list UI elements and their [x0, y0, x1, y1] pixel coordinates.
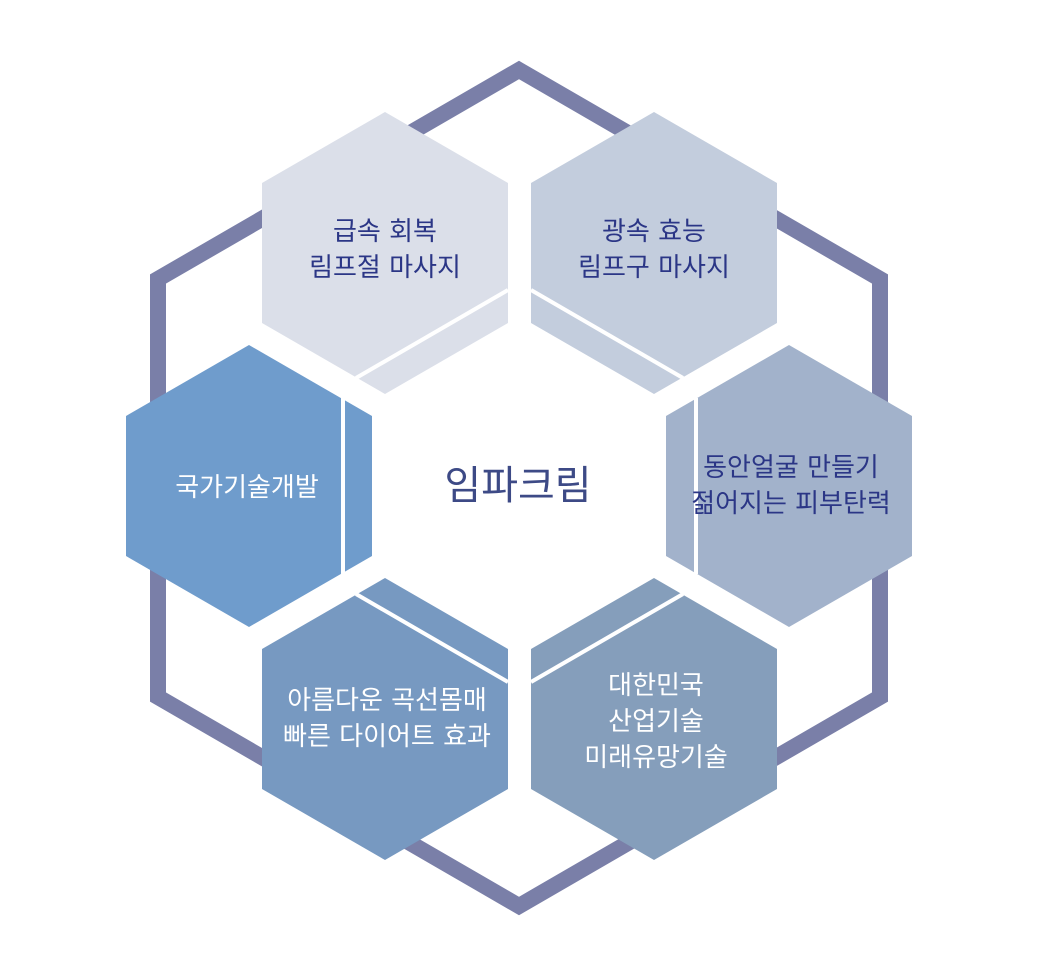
hexagon-right-shape [666, 345, 912, 627]
hexagon-bottom-right-line-3: 미래유망기술 [584, 743, 728, 773]
hexagon-bottom-right-divider [529, 592, 685, 684]
hexagon-right-line-1: 동안얼굴 만들기 [703, 453, 879, 483]
hexagon-bottom-right-line-2: 산업기술 [608, 707, 704, 737]
hexagon-top-right-divider [529, 288, 685, 380]
hexagon-top-left-divider [354, 288, 510, 380]
center-title: 임파크림 [444, 463, 591, 509]
outer-hexagon-ring [150, 60, 888, 916]
hexagon-top-right-line-1: 광속 효능 [602, 217, 706, 247]
hexagon-bottom-left-line-1: 아름다운 곡선몸매 [287, 686, 487, 716]
hexagon-bottom-left-divider [354, 592, 510, 684]
hexagon-left: 국가기술개발 [126, 345, 372, 627]
hexagon-bottom-left-line-2: 빠른 다이어트 효과 [283, 722, 491, 752]
hexagon-left-shape [126, 345, 372, 627]
hexagon-bottom-left-shape [262, 578, 508, 860]
hexagon-left-text: 국가기술개발 [175, 473, 319, 503]
hexagon-top-left-line-2: 림프절 마사지 [309, 253, 461, 283]
hexagon-top-left-line-1: 급속 회복 [333, 217, 437, 247]
hexagon-right-line-2: 젊어지는 피부탄력 [691, 489, 891, 519]
hexagon-left-line-1: 국가기술개발 [175, 473, 319, 503]
hexagon-top-right-line-2: 림프구 마사지 [578, 253, 730, 283]
hexagon-bottom-right-line-1: 대한민국 [608, 671, 704, 701]
